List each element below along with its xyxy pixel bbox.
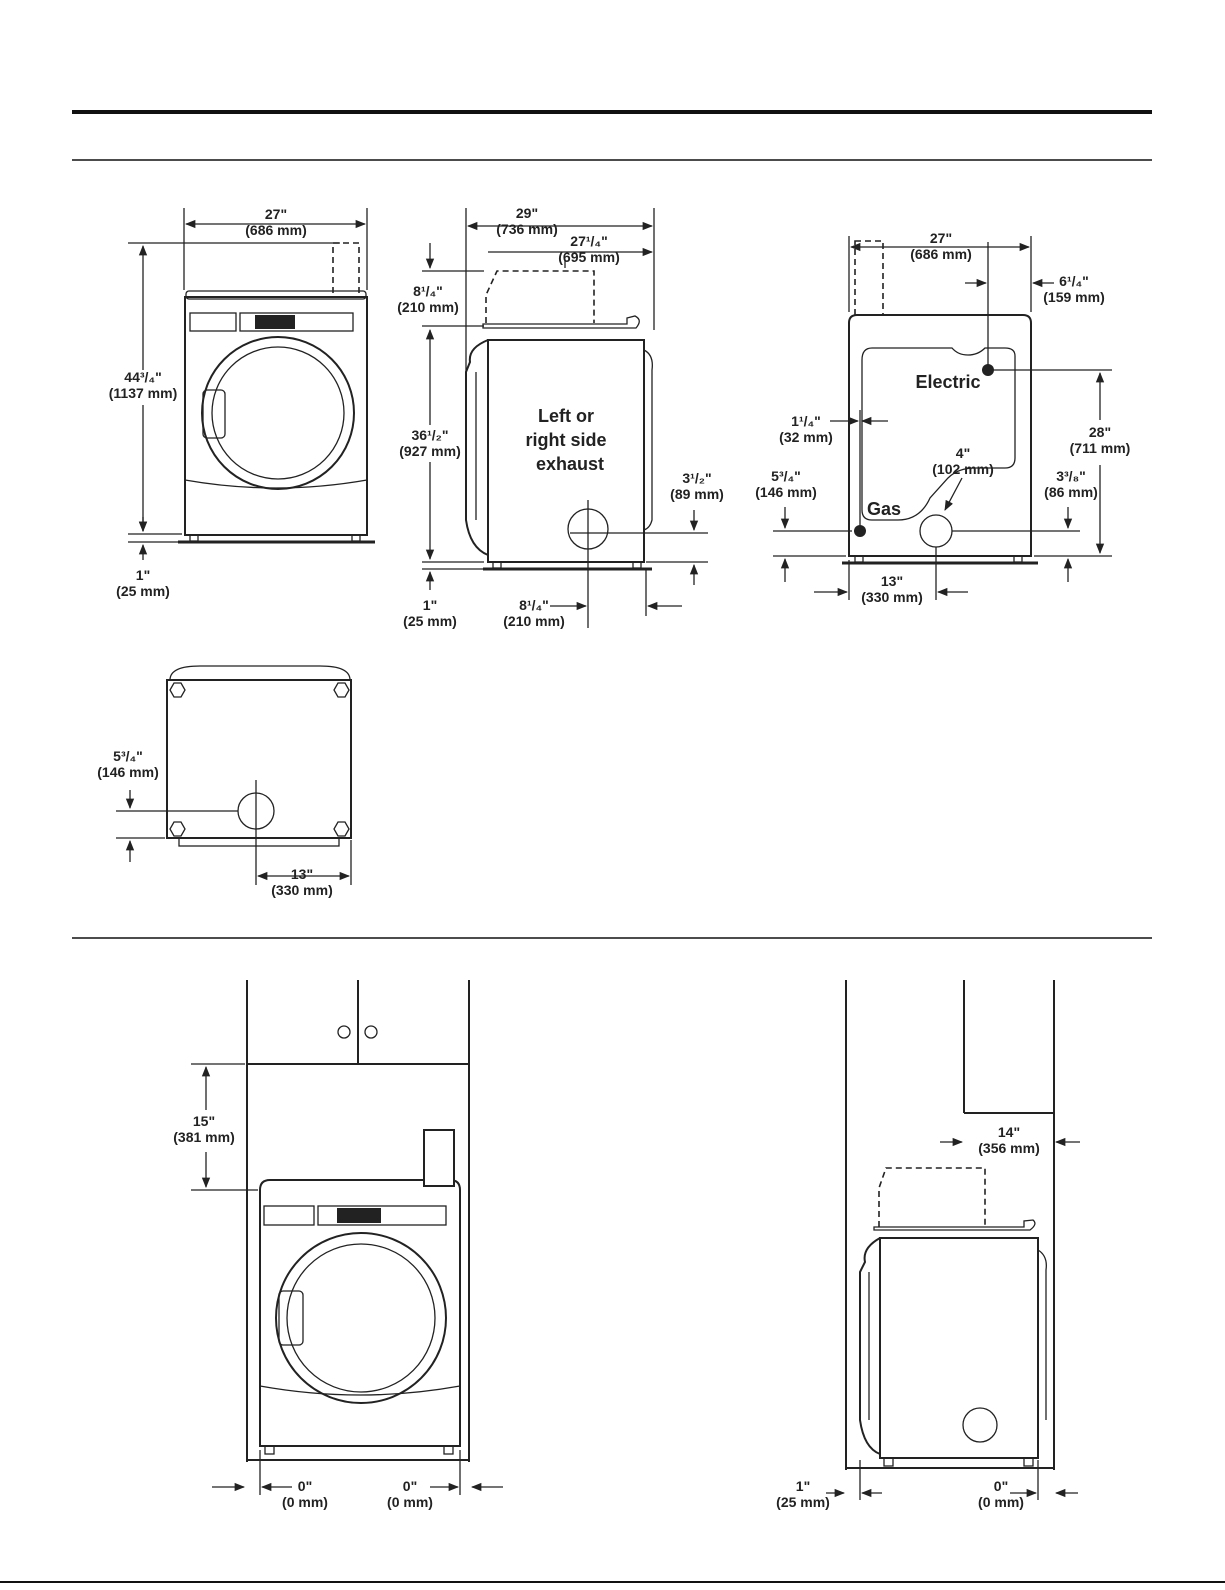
gas-label: Gas <box>867 499 901 519</box>
front-view-dryer <box>178 242 375 544</box>
front-width-dimension: 27" (686 mm) <box>183 206 368 290</box>
closet-front-clearance-label: 0" <box>994 1478 1008 1494</box>
closet-rear-clearance-mm-label: (25 mm) <box>776 1494 830 1510</box>
bottom-exhaust-height-mm-label: (146 mm) <box>97 764 158 780</box>
closet-front-enclosure <box>246 980 470 1462</box>
front-width-label: 27" <box>265 206 287 222</box>
closet-front-dimensions: 15" (381 mm) 0" (0 mm) 0" (0 mm) <box>173 1063 503 1510</box>
bottom-view-dryer <box>166 665 352 847</box>
side-lid-mm-label: (210 mm) <box>397 299 458 315</box>
closet-shelf-mm-label: (356 mm) <box>978 1140 1039 1156</box>
closet-top-clearance-mm-label: (381 mm) <box>173 1129 234 1145</box>
closet-rear-clearance-label: 1" <box>796 1478 810 1494</box>
front-foot-mm-label: (25 mm) <box>116 583 170 599</box>
closet-left-clearance-label: 0" <box>298 1478 312 1494</box>
side-exhaust-height-mm-label: (89 mm) <box>670 486 724 502</box>
closet-left-clearance-mm-label: (0 mm) <box>282 1494 328 1510</box>
side-lid-label: 8¹/₄" <box>413 283 443 299</box>
rear-electric-height-label: 28" <box>1089 424 1111 440</box>
closet-side-dryer <box>859 1167 1047 1467</box>
exhaust-line-2: right side <box>525 430 606 450</box>
front-height-mm-label: (1137 mm) <box>109 385 177 401</box>
rear-gas-offset-mm-label: (32 mm) <box>779 429 833 445</box>
front-height-label: 44³/₄" <box>124 369 161 385</box>
rear-width-mm-label: (686 mm) <box>910 246 971 262</box>
side-body-height-label: 36¹/₂" <box>412 427 449 443</box>
rear-electric-height-mm-label: (711 mm) <box>1070 440 1131 456</box>
rear-width-dimension: 27" (686 mm) <box>848 230 1032 312</box>
side-exhaust-back-mm-label: (210 mm) <box>503 613 564 629</box>
rear-exhaust-dia-mm-label: (102 mm) <box>932 461 993 477</box>
rear-width-label: 27" <box>930 230 952 246</box>
side-body-height-mm-label: (927 mm) <box>399 443 460 459</box>
rear-view-dryer: Electric Gas <box>842 240 1038 565</box>
rear-gas-height-label: 5³/₄" <box>771 468 801 484</box>
rear-electric-offset-mm-label: (159 mm) <box>1043 289 1104 305</box>
side-depth2-mm-label: (695 mm) <box>558 249 619 265</box>
side-exhaust-back-label: 8¹/₄" <box>519 597 549 613</box>
side-view-dryer: Left or right side exhaust <box>465 270 653 628</box>
side-depth-label: 29" <box>516 205 538 221</box>
rear-exhaust-center-mm-label: (330 mm) <box>861 589 922 605</box>
side-depth-dimension: 29" (736 mm) 27¹/₄" (695 mm) <box>465 205 655 380</box>
rear-exhaust-dia-label: 4" <box>956 445 970 461</box>
closet-right-clearance-label: 0" <box>403 1478 417 1494</box>
closet-top-clearance-label: 15" <box>193 1113 215 1129</box>
closet-front-clearance-mm-label: (0 mm) <box>978 1494 1024 1510</box>
front-height-dimension: 44³/₄" (1137 mm) 1" (25 mm) <box>109 242 340 599</box>
side-height-dimension: 8¹/₄" (210 mm) 36¹/₂" (927 mm) 1" (25 mm… <box>397 243 484 629</box>
rear-gas-dimension: 1¹/₄" (32 mm) 5³/₄" (146 mm) <box>755 410 888 582</box>
rear-gas-height-mm-label: (146 mm) <box>755 484 816 500</box>
rear-electric-offset-label: 6¹/₄" <box>1059 273 1089 289</box>
bottom-exhaust-center-label: 13" <box>291 866 313 882</box>
exhaust-line-3: exhaust <box>536 454 604 474</box>
side-depth-mm-label: (736 mm) <box>496 221 557 237</box>
front-width-mm-label: (686 mm) <box>245 222 306 238</box>
electric-label: Electric <box>915 372 980 392</box>
side-exhaust-dimension: 3¹/₂" (89 mm) 8¹/₄" (210 mm) <box>503 470 724 629</box>
bottom-exhaust-dimension: 5³/₄" (146 mm) 13" (330 mm) <box>97 748 352 898</box>
closet-shelf-label: 14" <box>998 1124 1020 1140</box>
side-foot-mm-label: (25 mm) <box>403 613 457 629</box>
rear-exhaust-height-label: 3³/₈" <box>1056 468 1086 484</box>
front-foot-label: 1" <box>136 567 150 583</box>
bottom-exhaust-height-label: 5³/₄" <box>113 748 143 764</box>
rear-exhaust-dimension: 4" (102 mm) 3³/₈" (86 mm) 13" (330 mm) <box>814 445 1098 605</box>
rear-gas-offset-label: 1¹/₄" <box>791 413 821 429</box>
side-foot-label: 1" <box>423 597 437 613</box>
exhaust-line-1: Left or <box>538 406 594 426</box>
rear-exhaust-center-label: 13" <box>881 573 903 589</box>
side-exhaust-height-label: 3¹/₂" <box>682 470 711 486</box>
closet-right-clearance-mm-label: (0 mm) <box>387 1494 433 1510</box>
bottom-exhaust-center-mm-label: (330 mm) <box>271 882 332 898</box>
side-depth2-label: 27¹/₄" <box>570 233 607 249</box>
closet-side-dimensions: 14" (356 mm) 1" (25 mm) 0" (0 mm) <box>776 1124 1080 1510</box>
rear-exhaust-height-mm-label: (86 mm) <box>1044 484 1098 500</box>
closet-front-dryer <box>259 1129 461 1455</box>
closet-side-enclosure <box>845 980 1055 1470</box>
rear-electric-dimension: 6¹/₄" (159 mm) 28" (711 mm) <box>965 242 1131 557</box>
